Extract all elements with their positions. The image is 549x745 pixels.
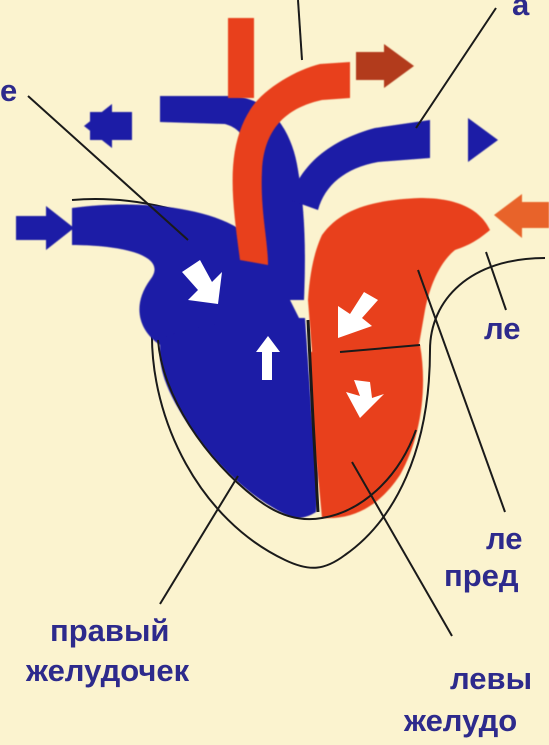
label-aorta-partial: а: [512, 0, 529, 24]
pulmonary-artery-right: [290, 120, 430, 210]
label-pulmonary-vein-partial: ле: [484, 310, 521, 348]
aorta-branch: [228, 18, 254, 98]
arrow-left-icon: [84, 104, 112, 148]
arrow-left-icon: [494, 194, 522, 238]
left-ventricle: [310, 345, 423, 518]
label-left-ventricle-line2: желудо: [404, 702, 517, 740]
label-left-atrium-line1: ле: [486, 520, 523, 558]
left-atrium: [308, 198, 490, 352]
arrow-right-icon: [468, 118, 498, 162]
arrow-right-icon: [46, 206, 74, 250]
arrow-inflow-stub: [16, 216, 48, 240]
right-ventricle: [160, 318, 318, 518]
label-right-ventricle-line2: желудочек: [26, 652, 189, 690]
label-left-ventricle-line1: левы: [450, 660, 532, 698]
label-vena-cava-partial: е: [0, 72, 17, 110]
arrow-aorta-stub: [356, 52, 386, 80]
label-left-atrium-line2: пред: [444, 557, 519, 595]
label-right-ventricle-line1: правый: [50, 612, 170, 650]
arrow-right-icon: [384, 44, 414, 88]
